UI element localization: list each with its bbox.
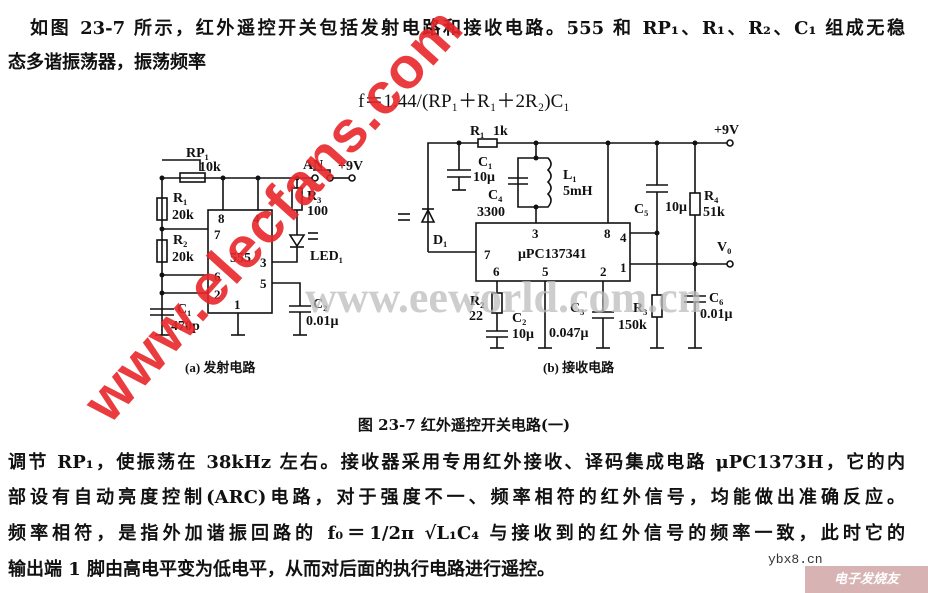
c1-label: C₁ [177,302,191,317]
c2-value-b: 10μ [512,327,534,342]
r2-value: 20k [172,250,194,265]
pin-label: 5 [260,276,267,291]
r1-value-b: 1k [493,124,508,139]
r1-value: 20k [172,208,194,223]
paragraph1-line1: 如图 23-7 所示，红外遥控开关包括发射电路和接收电路。555 和 RP₁、R… [30,18,905,39]
rp1-potentiometer [179,172,206,183]
r4-label: R₄ [704,189,719,204]
pin-label: 7 [214,227,221,242]
l1-value: 5mH [563,184,593,199]
watermark-eeworld: www.eeworld.com.cn [305,273,703,322]
c5-label: C₅ [634,202,648,217]
pin-label: 5 [542,264,549,279]
pin-label: 3 [260,255,267,270]
ic-label: 555 [230,251,251,266]
paragraph1-line2: 态多谐振荡器，振荡频率 [8,52,206,73]
pin-label: 4 [620,230,627,245]
paragraph2-line4: 输出端 1 脚由高电平变为低电平，从而对后面的执行电路进行遥控。 [8,559,556,580]
c4-label: C₄ [488,188,503,203]
ic-label-b: μPC137341 [518,247,587,262]
pin-label: 1 [620,260,627,275]
paragraph2-line2: 部设有自动亮度控制(ARC)电路，对于强度不一、频率相符的红外信号，均能做出准确… [8,487,905,508]
c6-label: C₆ [709,291,723,306]
r1-label-b: R₁ [470,124,484,139]
circuit-diagram: RP₁ 10k R₁ 20k R₂ 20k 555 8 4 7 3 6 5 2 … [150,123,739,375]
pin-label: 7 [484,247,491,262]
an-switch [313,169,331,173]
c4-value: 3300 [477,205,505,220]
pin-label: 6 [214,269,221,284]
r1-resistor [156,197,168,221]
r2-value-b: 22 [469,309,483,324]
output-label: V₀ [717,240,731,255]
l1-inductor [536,157,552,208]
pin-label: 4 [253,211,260,226]
pin-label: 2 [214,287,221,302]
watermark-site: ybx8.cn [768,552,823,567]
c2-label: C₂ [313,297,327,312]
r1-resistor-b [477,138,498,148]
c5-value: 10μ [665,200,687,215]
c1-value-b: 10μ [473,170,495,185]
r4-resistor [689,192,701,216]
c2-value: 0.01μ [306,314,339,329]
photodiode-icon [420,208,436,223]
paragraph2-line3: 频率相符，是指外加谐振回路的 f₀＝1/2π √L₁C₄ 与接收到的红外信号的频… [8,523,905,544]
r2-label-b: R₂ [470,294,484,309]
c1-label-b: C₁ [478,155,492,170]
l1-label: L₁ [563,168,577,183]
transmitter-circuit: RP₁ 10k R₁ 20k R₂ 20k 555 8 4 7 3 6 5 2 … [150,146,363,375]
c6-value: 0.01μ [700,307,733,322]
rp1-value: 10k [199,160,221,175]
led-icon [288,234,306,248]
receiver-caption: (b) 接收电路 [543,360,615,375]
r2-label: R₂ [173,233,187,248]
switch-label: AN [303,158,323,173]
led-label: LED₁ [310,249,343,264]
frequency-formula: f＝1.44/(RP₁＋R₁＋2R₂)C₁ [358,91,570,112]
paragraph2-line1: 调节 RP₁，使振荡在 38kHz 左右。接收器采用专用红外接收、译码集成电路 … [8,452,905,473]
figure-caption: 图 23-7 红外遥控开关电路(一) [357,416,571,434]
receiver-circuit: R₁ 1k +9V C₁ 10μ C₄ 3300 L₁ 5mH D₁ C₅ 10… [398,123,739,375]
c2-label-b: C₂ [512,311,526,326]
pin-label: 6 [493,264,500,279]
pin-label: 3 [532,226,539,241]
pin-label: 8 [604,226,611,241]
transmitter-caption: (a) 发射电路 [185,360,256,375]
supply-label-b: +9V [714,123,739,138]
pin-label: 2 [600,264,607,279]
watermark-logo: 电子发烧友 [805,566,928,593]
rp1-label: RP₁ [186,146,209,161]
pin-label: 8 [218,211,225,226]
c3-value: 0.047μ [549,326,589,341]
ic-upc137341 [475,222,631,282]
pin-label: 1 [234,297,241,312]
c3-label: C₃ [570,301,584,316]
d1-label: D₁ [433,233,447,248]
r1-label: R₁ [173,191,187,206]
r2-resistor [156,239,168,263]
r3-label-b: R₃ [633,301,647,316]
r3-label: R₃ [307,189,321,204]
r3-value-b: 150k [618,318,647,333]
r4-value: 51k [703,205,725,220]
supply-label: +9V [338,159,363,174]
c1-value: 470p [171,319,200,334]
r3-value: 100 [307,204,328,219]
